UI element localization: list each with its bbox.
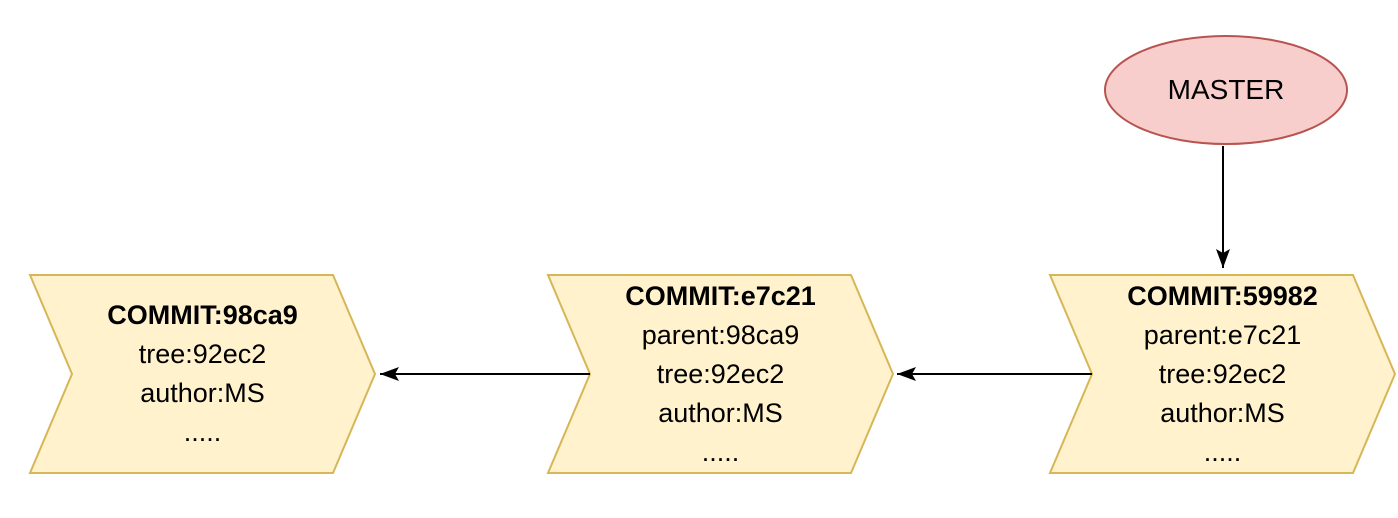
commit-tree: tree:92ec2 [656,358,785,389]
commit-tree: tree:92ec2 [138,339,267,369]
commit-tree: tree:92ec2 [1158,358,1287,389]
commit-author: author:MS [140,378,265,408]
commit-node-e7c21: COMMIT:e7c21 parent:98ca9 tree:92ec2 aut… [548,275,893,473]
master-branch-label: MASTER [1167,74,1285,105]
commit-author: author:MS [1160,397,1285,428]
commit-title: COMMIT:e7c21 [625,280,816,311]
commit-author: author:MS [658,397,783,428]
commit-title: COMMIT:59982 [1127,280,1318,311]
commit-more: ..... [1203,436,1242,467]
commit-node-98ca9: COMMIT:98ca9 tree:92ec2 author:MS ..... [30,275,375,473]
commit-title: COMMIT:98ca9 [107,300,298,330]
commit-node-59982: COMMIT:59982 parent:e7c21 tree:92ec2 aut… [1050,275,1395,473]
commit-more: ..... [701,436,740,467]
master-branch-ellipse [1104,35,1348,145]
commit-parent: parent:98ca9 [641,319,800,350]
commit-node-shape-98ca9 [28,274,377,474]
commit-parent: parent:e7c21 [1143,319,1302,350]
commit-more: ..... [183,417,222,447]
